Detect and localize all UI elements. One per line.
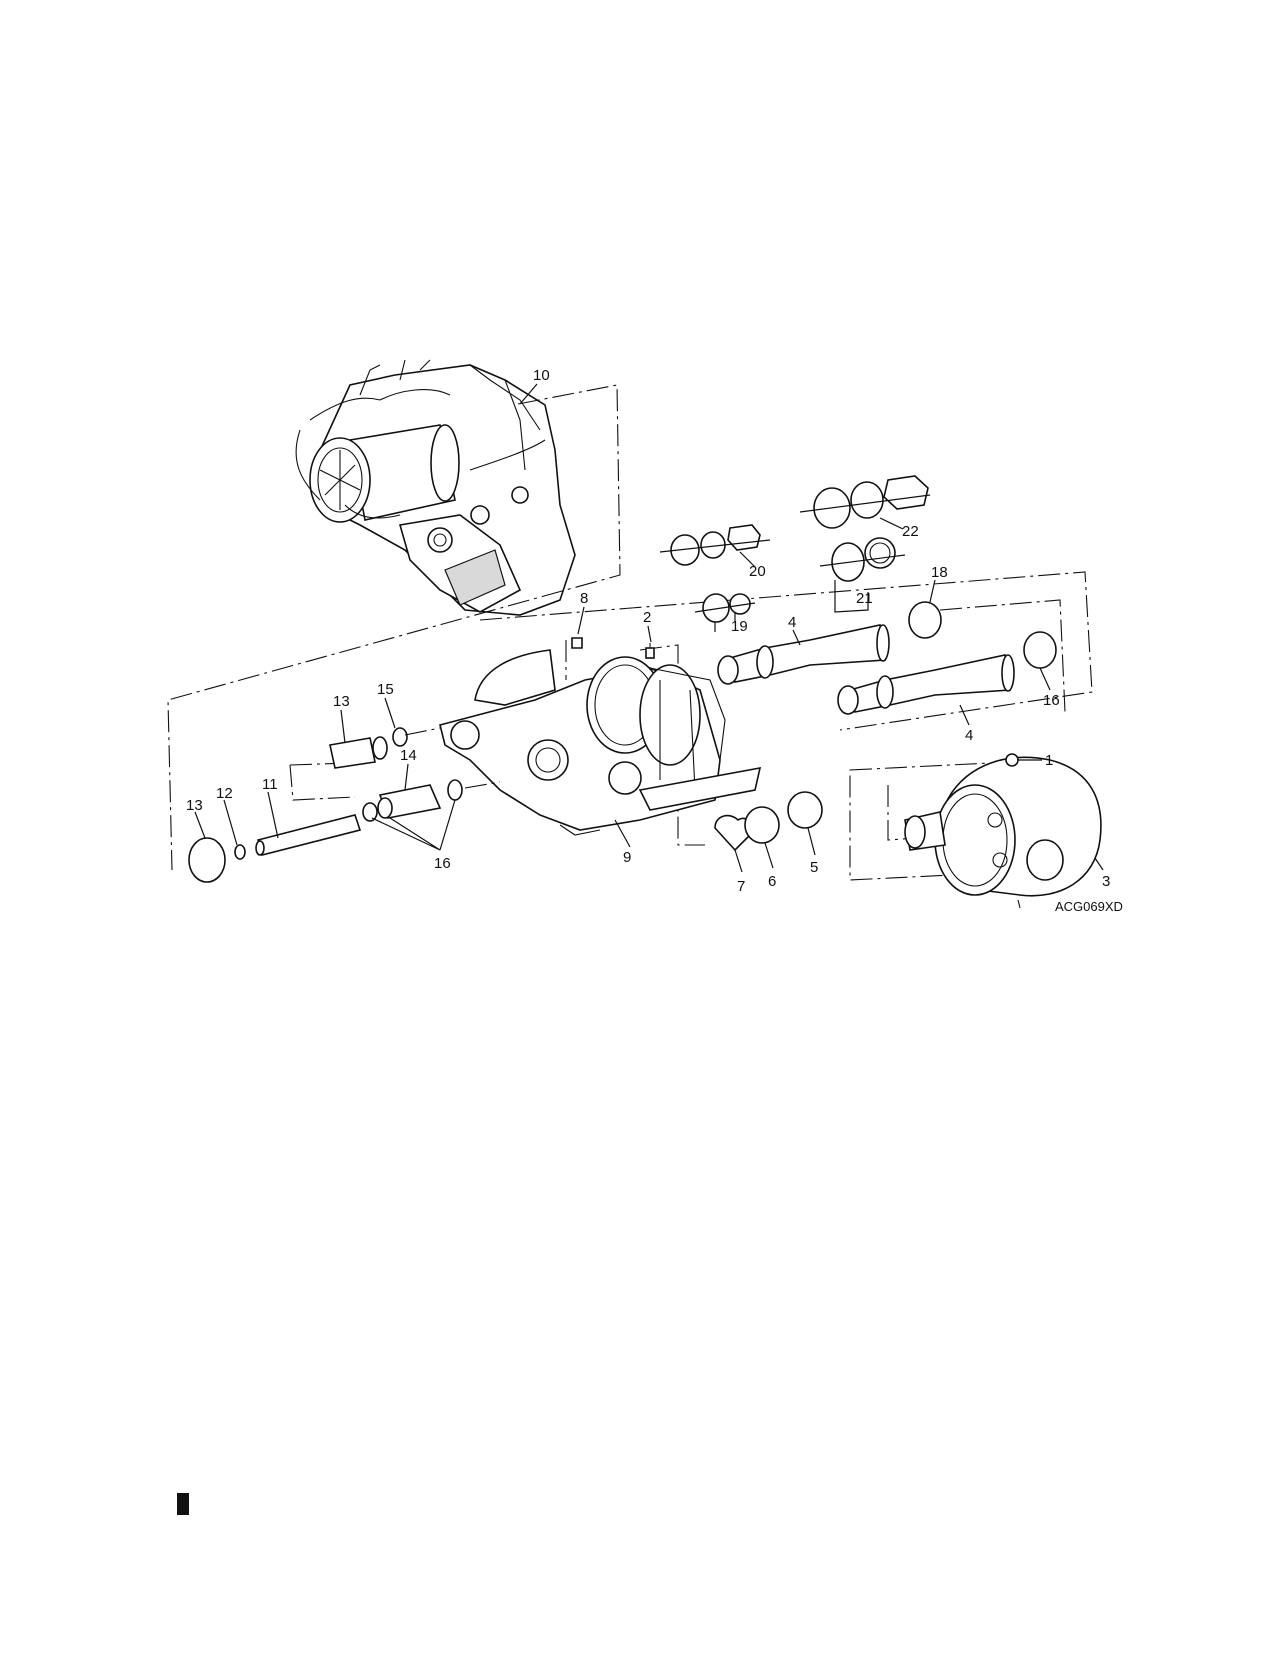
callout-15: 15 bbox=[377, 681, 394, 698]
callout-13-upper: 13 bbox=[333, 693, 350, 710]
callout-14: 14 bbox=[400, 747, 417, 764]
callout-12: 12 bbox=[216, 785, 233, 802]
callout-19: 19 bbox=[731, 618, 748, 635]
callout-16-lower: 16 bbox=[434, 855, 451, 872]
callout-10: 10 bbox=[533, 367, 550, 384]
tube-4-upper bbox=[717, 624, 890, 685]
callout-13-lower: 13 bbox=[186, 797, 203, 814]
callout-9: 9 bbox=[623, 849, 631, 866]
callout-18: 18 bbox=[931, 564, 948, 581]
figure-id: ACG069XD bbox=[1055, 899, 1123, 914]
assembly-envelope-lines bbox=[167, 384, 1093, 881]
callout-5: 5 bbox=[810, 859, 818, 876]
leader-lines bbox=[194, 383, 1104, 873]
callout-7: 7 bbox=[737, 878, 745, 895]
seal-ring-18 bbox=[908, 601, 942, 639]
callout-3: 3 bbox=[1102, 873, 1110, 890]
gearbox-housing-drawing bbox=[439, 637, 762, 836]
callout-20: 20 bbox=[749, 563, 766, 580]
callout-21: 21 bbox=[856, 590, 873, 607]
callout-4-lower: 4 bbox=[965, 727, 973, 744]
seals-5-6-7 bbox=[714, 791, 823, 852]
shaft-parts-left bbox=[188, 727, 501, 883]
callout-2: 2 bbox=[643, 609, 651, 626]
housing-3-drawing bbox=[904, 753, 1102, 909]
seal-ring-16-right bbox=[1023, 631, 1057, 669]
callout-1: 1 bbox=[1045, 752, 1053, 769]
tube-4-lower bbox=[837, 654, 1015, 715]
callout-8: 8 bbox=[580, 590, 588, 607]
ring-set-22 bbox=[799, 475, 931, 529]
callout-16-right: 16 bbox=[1043, 692, 1060, 709]
ring-set-21 bbox=[819, 537, 906, 582]
callout-22: 22 bbox=[902, 523, 919, 540]
callout-labels: 10 22 20 21 18 8 2 19 4 4 16 13 15 14 1 … bbox=[186, 367, 1123, 914]
callout-11: 11 bbox=[262, 776, 278, 793]
callout-6: 6 bbox=[768, 873, 776, 890]
callout-4-upper: 4 bbox=[788, 614, 796, 631]
ring-set-19 bbox=[694, 593, 756, 623]
change-bar bbox=[177, 1493, 189, 1515]
engine-assembly-drawing bbox=[295, 359, 576, 616]
ring-set-20 bbox=[659, 524, 771, 566]
